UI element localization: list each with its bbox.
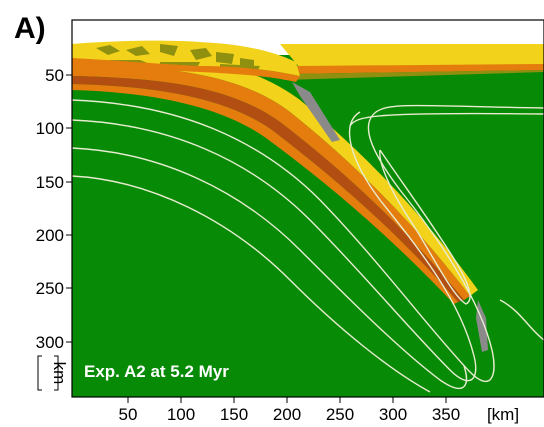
overriding-crust-upper <box>280 44 544 68</box>
experiment-label: Exp. A2 at 5.2 Myr <box>84 362 229 381</box>
slab-lithosphere-band <box>72 84 458 304</box>
x-tick-label: 300 <box>379 405 407 424</box>
streamline <box>72 99 544 383</box>
y-tick-label: 100 <box>36 119 64 138</box>
flow-streamlines <box>72 99 544 393</box>
streamline <box>72 147 468 390</box>
streamline <box>72 111 477 382</box>
streamline <box>72 175 431 393</box>
y-axis: 50 100 150 200 250 300 km <box>36 66 72 391</box>
x-unit-label: [km] <box>487 405 519 424</box>
y-unit-bracket <box>37 355 42 391</box>
streamline <box>499 299 544 341</box>
plot-frame <box>71 19 544 398</box>
overriding-lithosphere <box>284 70 544 80</box>
y-tick-label: 150 <box>36 173 64 192</box>
slab-sediment-layer <box>72 52 478 296</box>
streamline <box>379 149 471 305</box>
y-tick-label: 50 <box>45 66 64 85</box>
wedge-base-band <box>72 58 300 82</box>
y-unit-label: km <box>50 362 69 385</box>
x-tick-label: 100 <box>167 405 195 424</box>
weak-zone-upper <box>292 82 340 142</box>
overriding-crust-lower <box>290 64 544 74</box>
y-tick-label: 200 <box>36 226 64 245</box>
x-tick-label: 150 <box>220 405 248 424</box>
slab-lower-crust <box>72 76 464 302</box>
x-tick-label: 200 <box>273 405 301 424</box>
y-tick-label: 300 <box>36 333 64 352</box>
slab-upper-crust <box>72 64 470 300</box>
streamline <box>349 112 544 127</box>
x-tick-label: 50 <box>119 405 138 424</box>
y-unit-bracket <box>54 355 59 391</box>
x-tick-label: 250 <box>326 405 354 424</box>
x-axis: 50 100 150 200 250 300 350 [km] <box>119 397 519 424</box>
model-domain <box>72 20 544 397</box>
panel-label: A) <box>14 12 46 45</box>
x-tick-label: 350 <box>432 405 460 424</box>
y-tick-label: 250 <box>36 279 64 298</box>
